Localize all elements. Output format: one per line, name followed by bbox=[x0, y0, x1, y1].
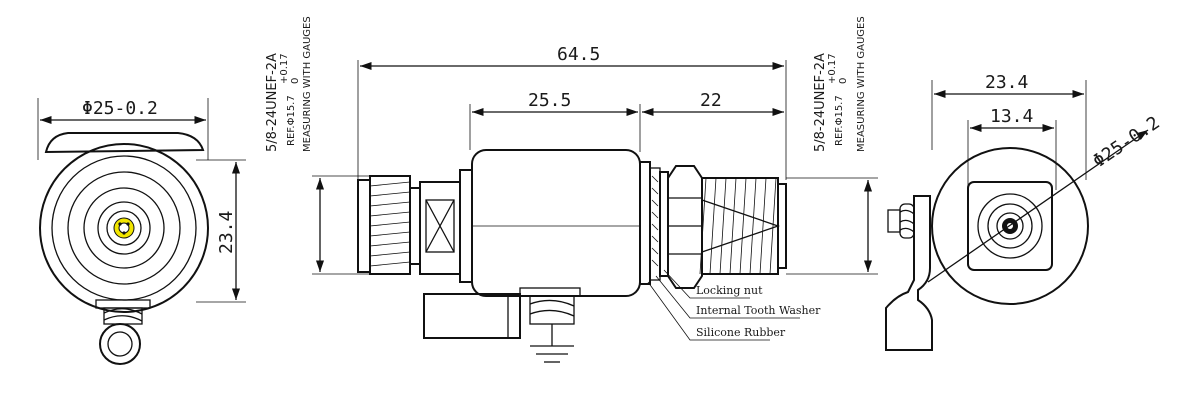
right-width-label: 23.4 bbox=[985, 72, 1028, 93]
silicone-rubber-label: Silicone Rubber bbox=[696, 326, 786, 339]
hex-nut bbox=[667, 165, 703, 289]
tooth-washer-label: Internal Tooth Washer bbox=[696, 304, 821, 317]
right-outer-ring bbox=[931, 147, 1089, 305]
right-thread-tolerance-lower: 0 bbox=[838, 78, 849, 84]
left-end-view: Φ25-0.2 23.4 bbox=[37, 98, 246, 365]
right-diameter-dim-line bbox=[927, 129, 1149, 283]
right-inner-label: 13.4 bbox=[990, 106, 1033, 127]
left-height-label: 23.4 bbox=[216, 211, 237, 254]
right-thread-reference: REF.Φ15.7 bbox=[834, 95, 845, 146]
right-thread-tolerance-upper: +0.17 bbox=[827, 53, 838, 84]
locking-nut-label: Locking nut bbox=[696, 284, 763, 297]
left-thread-reference: REF.Φ15.7 bbox=[286, 95, 297, 146]
ground-lug bbox=[423, 293, 521, 339]
right-thread-method: MEASURING WITH GAUGES bbox=[856, 16, 867, 152]
left-thread-method: MEASURING WITH GAUGES bbox=[302, 16, 313, 152]
left-thread-tolerance-lower: 0 bbox=[290, 78, 301, 84]
left-thread-spec: 5/8-24UNEF-2A bbox=[265, 53, 280, 152]
ground-screw-icon bbox=[95, 299, 151, 365]
right-thread-spec: 5/8-24UNEF-2A bbox=[813, 53, 828, 152]
side-view: 5/8-24UNEF-2A REF.Φ15.7 +0.17 0 MEASURIN… bbox=[265, 16, 878, 363]
body-length-label: 25.5 bbox=[528, 90, 571, 111]
ground-symbol-icon bbox=[530, 345, 574, 363]
overall-length-label: 64.5 bbox=[557, 44, 600, 65]
left-diameter-label: Φ25-0.2 bbox=[82, 98, 158, 119]
right-end-view: 23.4 13.4 Φ25-0.2 bbox=[885, 72, 1164, 351]
protector-body bbox=[471, 149, 641, 297]
right-ground-lug bbox=[885, 195, 933, 351]
left-outer-ring bbox=[39, 143, 209, 313]
threaded-length-label: 22 bbox=[700, 90, 722, 111]
right-diameter-label: Φ25-0.2 bbox=[1089, 112, 1164, 172]
left-thread-tolerance-upper: +0.17 bbox=[279, 53, 290, 84]
